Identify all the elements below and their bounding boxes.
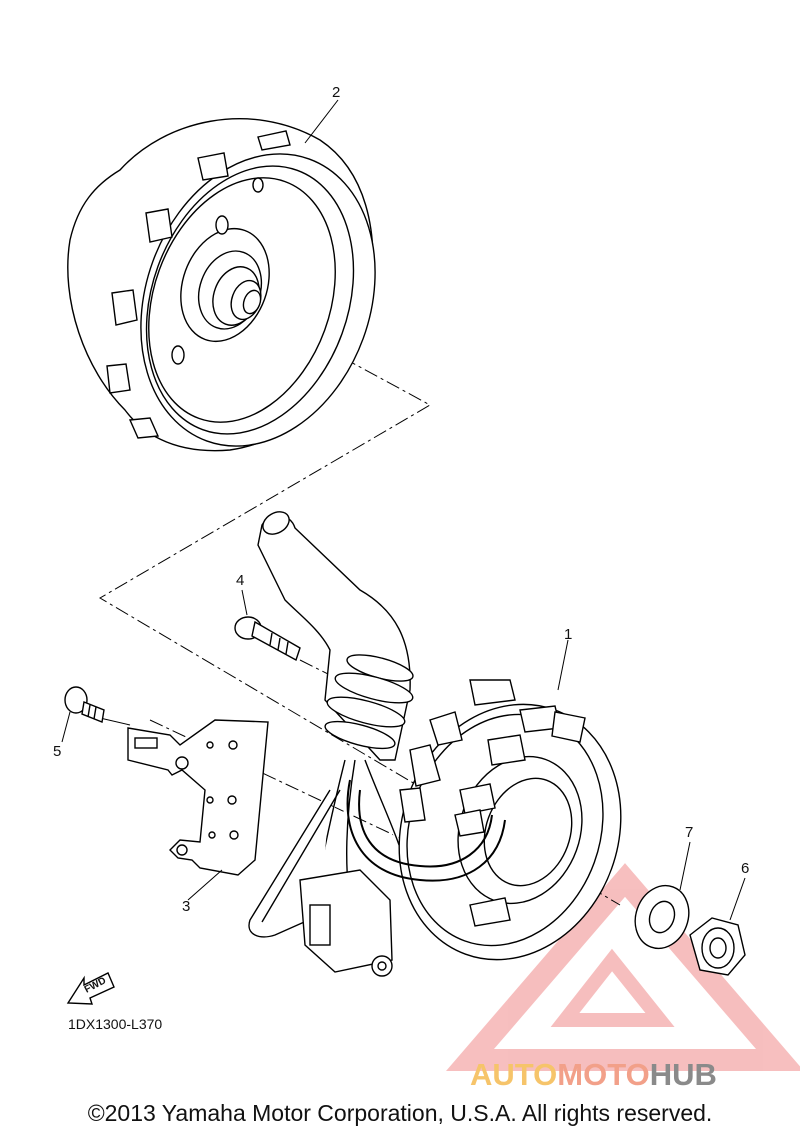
callout-3: 3 (182, 898, 191, 915)
callout-7: 7 (685, 824, 694, 841)
nut-6 (689, 917, 746, 976)
callout-1: 1 (564, 626, 573, 643)
callout-6: 6 (741, 860, 750, 877)
forward-arrow-icon (66, 972, 115, 1005)
copyright-notice: ©2013 Yamaha Motor Corporation, U.S.A. A… (87, 1100, 713, 1126)
drawing-code: 1DX1300-L370 (68, 1016, 163, 1032)
bracket (127, 719, 269, 876)
screw-5 (64, 686, 105, 723)
washer-7 (634, 884, 690, 950)
watermark-part-moto: MOTO (557, 1057, 650, 1092)
bolt-4 (234, 616, 301, 662)
callout-2: 2 (332, 84, 341, 101)
callout-5: 5 (53, 743, 62, 760)
watermark-part-auto: AUTO (470, 1057, 558, 1092)
leader-lines (61, 99, 746, 921)
callout-4: 4 (236, 572, 245, 589)
pickup-coil (299, 869, 393, 977)
stator-assembly (346, 679, 622, 961)
watermark-part-hub: HUB (649, 1057, 717, 1092)
flywheel-rotor (67, 118, 376, 452)
watermark-logo: AUTOMOTOHUB (470, 1057, 717, 1093)
